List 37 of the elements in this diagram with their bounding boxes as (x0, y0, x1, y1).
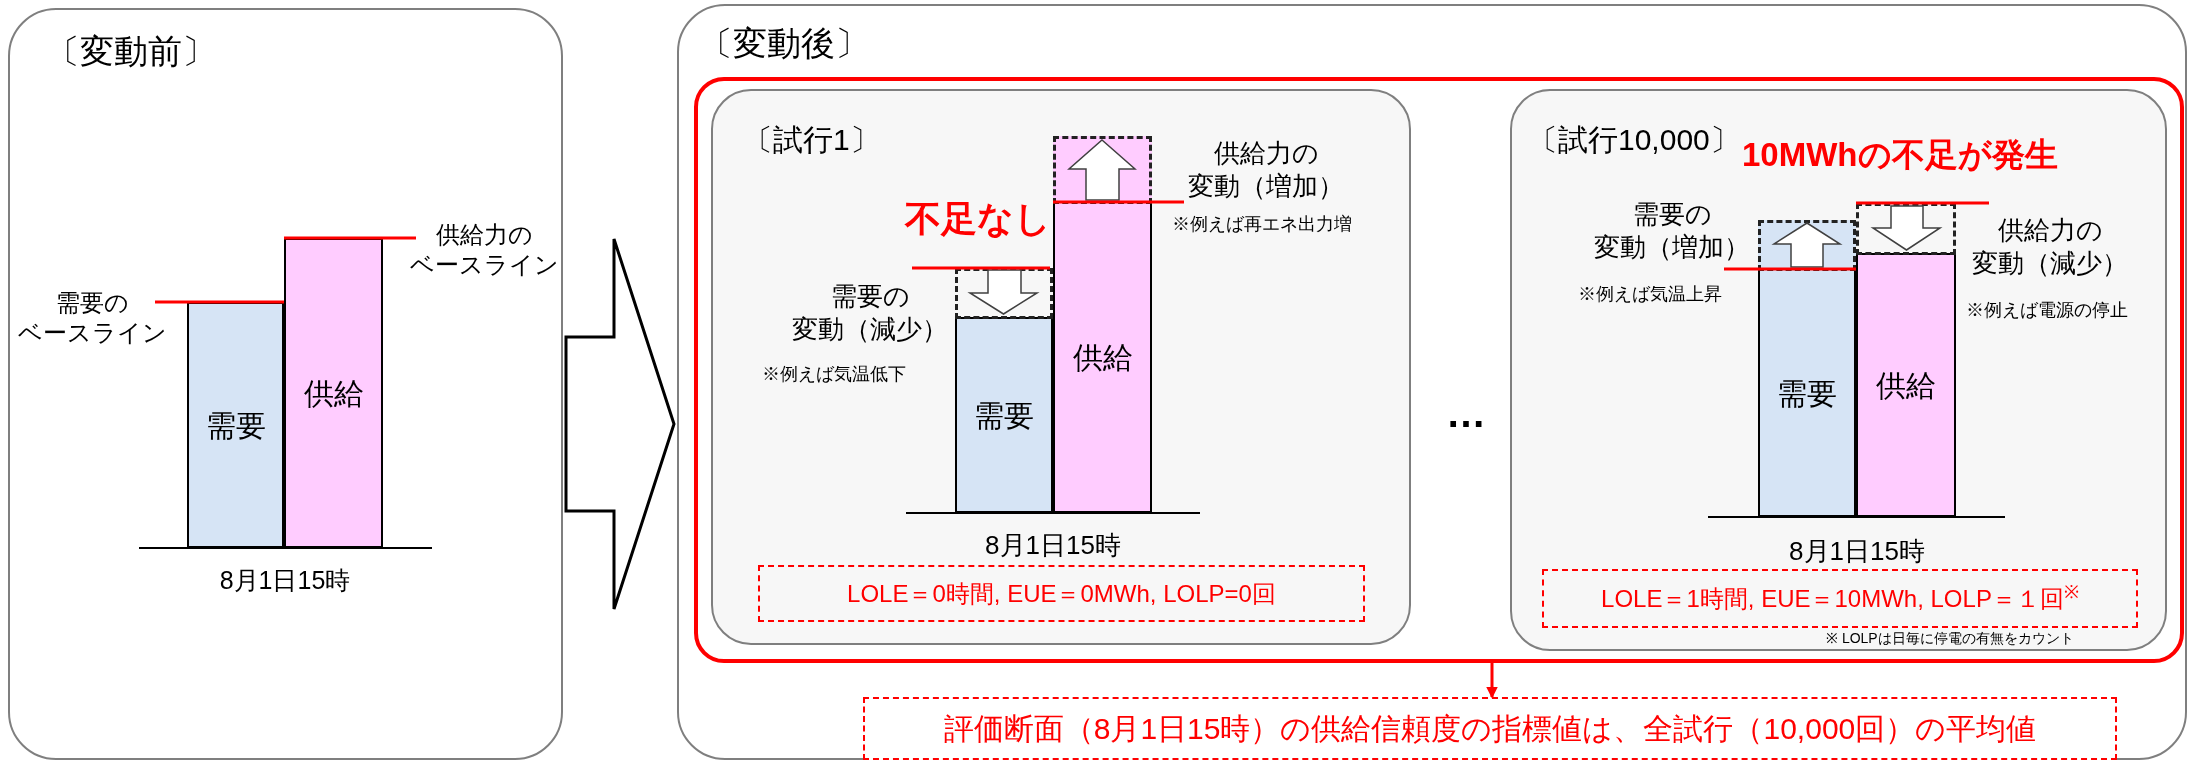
demand-bar: 需要 (187, 302, 284, 548)
change-label: 需要の変動（増加） (1593, 198, 1751, 263)
status-text: 10MWhの不足が発生 (1742, 135, 2059, 175)
change-label: 供給力の変動（減少） (1971, 214, 2129, 279)
demand-bar: 需要 (955, 317, 1053, 513)
panel (8, 8, 563, 760)
panel-title: 〔試行10,000〕 (1528, 122, 1740, 158)
example-note: ※例えば気温低下 (762, 363, 907, 386)
result-box: LOLE＝0時間, EUE＝0MWh, LOLP=0回 (758, 565, 1365, 622)
date-label: 8月1日15時 (218, 565, 352, 596)
supply-bar: 供給 (1856, 253, 1956, 517)
panel (677, 4, 2187, 760)
block-arrow (564, 237, 676, 611)
date-label: 8月1日15時 (1788, 535, 1926, 568)
change-label: 需要の変動（減少） (791, 280, 949, 345)
example-note: ※例えば気温上昇 (1578, 283, 1723, 306)
trial-panel (711, 89, 1411, 645)
change-label: 供給力の変動（増加） (1187, 137, 1345, 202)
ellipsis: … (1445, 390, 1487, 437)
trial-panel (1510, 89, 2167, 651)
example-note: ※例えば電源の停止 (1966, 299, 2129, 322)
footnote: ※ LOLPは日毎に停電の有無をカウント (1826, 630, 2075, 648)
result-box: LOLE＝1時間, EUE＝10MWh, LOLP＝１回$^{※}$ (1542, 569, 2138, 628)
supply-bar: 供給 (1053, 202, 1152, 513)
supply-bar: 供給 (284, 238, 383, 548)
demand-bar: 需要 (1758, 269, 1856, 517)
summary-box: 評価断面（8月1日15時）の供給信頼度の指標値は、全試行（10,000回）の平均値 (863, 697, 2117, 760)
highlight-frame (694, 77, 2184, 663)
date-label: 8月1日15時 (984, 529, 1122, 562)
panel-title: 〔試行1〕 (743, 122, 880, 158)
status-text: 不足なし (905, 197, 1052, 241)
baseline-label: 需要のベースライン (16, 288, 168, 348)
baseline-label: 供給力のベースライン (408, 220, 560, 280)
panel-title: 〔変動後〕 (699, 23, 869, 64)
example-note: ※例えば再エネ出力増 (1172, 213, 1353, 236)
arrow (1486, 663, 1498, 699)
panel-title: 〔変動前〕 (46, 31, 216, 72)
